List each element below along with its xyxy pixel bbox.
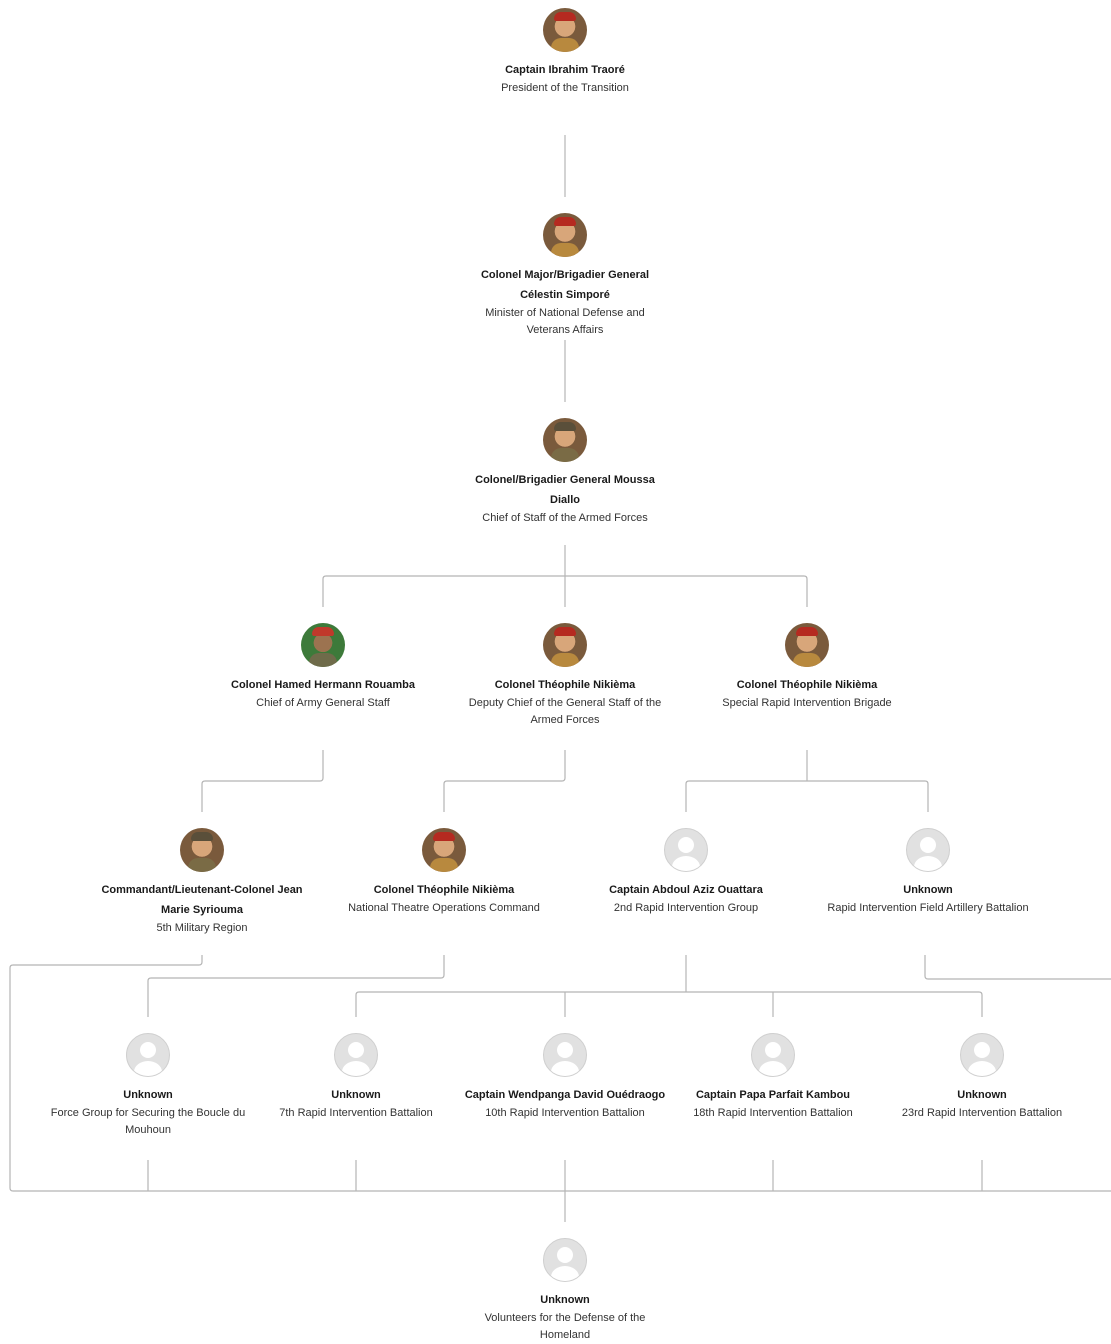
node-nikiema-brigade[interactable]: Colonel Théophile Nikièma Special Rapid … xyxy=(692,623,922,712)
avatar xyxy=(543,418,587,462)
node-role: 5th Military Region xyxy=(156,922,248,934)
node-role: Volunteers for the Defense of the Homela… xyxy=(484,1312,646,1341)
node-role: Chief of Army General Staff xyxy=(256,697,390,709)
avatar-placeholder-icon xyxy=(960,1033,1004,1077)
node-name: Colonel Major/Brigadier General Célestin… xyxy=(480,269,650,301)
node-name: Colonel Théophile Nikièma xyxy=(736,679,878,691)
node-traore[interactable]: Captain Ibrahim Traoré President of the … xyxy=(450,8,680,97)
node-role: Rapid Intervention Field Artillery Batta… xyxy=(827,902,1029,914)
node-name: Unknown xyxy=(903,884,953,896)
node-name: Colonel/Brigadier General Moussa Diallo xyxy=(475,474,655,506)
node-role: National Theatre Operations Command xyxy=(348,902,540,914)
node-name: Unknown xyxy=(540,1294,590,1306)
node-role: 7th Rapid Intervention Battalion xyxy=(279,1107,433,1119)
node-boucle[interactable]: Unknown Force Group for Securing the Bou… xyxy=(40,1033,256,1139)
connector-syriouma-outer xyxy=(9,955,203,1192)
avatar xyxy=(180,828,224,872)
connector-diallo-level3 xyxy=(322,575,808,607)
node-ouattara[interactable]: Captain Abdoul Aziz Ouattara 2nd Rapid I… xyxy=(571,828,801,917)
node-syriouma[interactable]: Commandant/Lieutenant-Colonel Jean Marie… xyxy=(100,828,304,937)
node-nikiema-deputy[interactable]: Colonel Théophile Nikièma Deputy Chief o… xyxy=(460,623,670,729)
node-name: Colonel Théophile Nikièma xyxy=(373,884,515,896)
connector-ouattara-battalions xyxy=(355,991,983,1017)
node-role: 2nd Rapid Intervention Group xyxy=(613,902,759,914)
avatar-placeholder-icon xyxy=(543,1033,587,1077)
avatar xyxy=(422,828,466,872)
node-role: President of the Transition xyxy=(501,82,629,94)
node-name: Colonel Théophile Nikièma xyxy=(494,679,636,691)
node-name: Unknown xyxy=(331,1089,381,1101)
node-bir23[interactable]: Unknown 23rd Rapid Intervention Battalio… xyxy=(882,1033,1082,1122)
node-name: Commandant/Lieutenant-Colonel Jean Marie… xyxy=(101,884,303,916)
node-role: Minister of National Defense and Veteran… xyxy=(485,307,645,336)
node-name: Colonel Hamed Hermann Rouamba xyxy=(231,679,415,691)
node-bir18[interactable]: Captain Papa Parfait Kambou 18th Rapid I… xyxy=(673,1033,873,1122)
node-diallo[interactable]: Colonel/Brigadier General Moussa Diallo … xyxy=(470,418,660,527)
avatar xyxy=(543,623,587,667)
node-name: Captain Papa Parfait Kambou xyxy=(695,1089,851,1101)
avatar xyxy=(543,213,587,257)
avatar-placeholder-icon xyxy=(751,1033,795,1077)
connector-theatre-boucle xyxy=(147,955,445,1017)
avatar xyxy=(785,623,829,667)
connector-brigade-children xyxy=(685,780,929,812)
avatar-placeholder-icon xyxy=(334,1033,378,1077)
avatar-placeholder-icon xyxy=(126,1033,170,1077)
node-simpore[interactable]: Colonel Major/Brigadier General Célestin… xyxy=(470,213,660,339)
connector-artillery-outer xyxy=(924,955,1111,980)
node-rouamba[interactable]: Colonel Hamed Hermann Rouamba Chief of A… xyxy=(208,623,438,712)
avatar xyxy=(301,623,345,667)
connector-deputy-theatre xyxy=(443,750,566,812)
node-role: Special Rapid Intervention Brigade xyxy=(722,697,892,709)
node-bir7[interactable]: Unknown 7th Rapid Intervention Battalion xyxy=(256,1033,456,1122)
node-nikiema-theatre[interactable]: Colonel Théophile Nikièma National Theat… xyxy=(329,828,559,917)
avatar-placeholder-icon xyxy=(664,828,708,872)
node-role: Deputy Chief of the General Staff of the… xyxy=(468,697,662,726)
node-name: Captain Abdoul Aziz Ouattara xyxy=(609,884,763,896)
node-name: Captain Wendpanga David Ouédraogo xyxy=(464,1089,666,1101)
node-role: Force Group for Securing the Boucle du M… xyxy=(50,1107,246,1136)
node-name: Unknown xyxy=(957,1089,1007,1101)
node-name: Unknown xyxy=(123,1089,173,1101)
node-role: 18th Rapid Intervention Battalion xyxy=(693,1107,853,1119)
avatar-placeholder-icon xyxy=(906,828,950,872)
avatar xyxy=(543,8,587,52)
node-role: 10th Rapid Intervention Battalion xyxy=(485,1107,645,1119)
node-artillery[interactable]: Unknown Rapid Intervention Field Artille… xyxy=(823,828,1033,917)
avatar-placeholder-icon xyxy=(543,1238,587,1282)
node-vdp[interactable]: Unknown Volunteers for the Defense of th… xyxy=(470,1238,660,1344)
connector-rouamba-syriouma xyxy=(201,750,324,812)
node-bir10[interactable]: Captain Wendpanga David Ouédraogo 10th R… xyxy=(460,1033,670,1122)
node-role: 23rd Rapid Intervention Battalion xyxy=(901,1107,1063,1119)
node-role: Chief of Staff of the Armed Forces xyxy=(482,512,648,524)
node-name: Captain Ibrahim Traoré xyxy=(505,64,625,76)
